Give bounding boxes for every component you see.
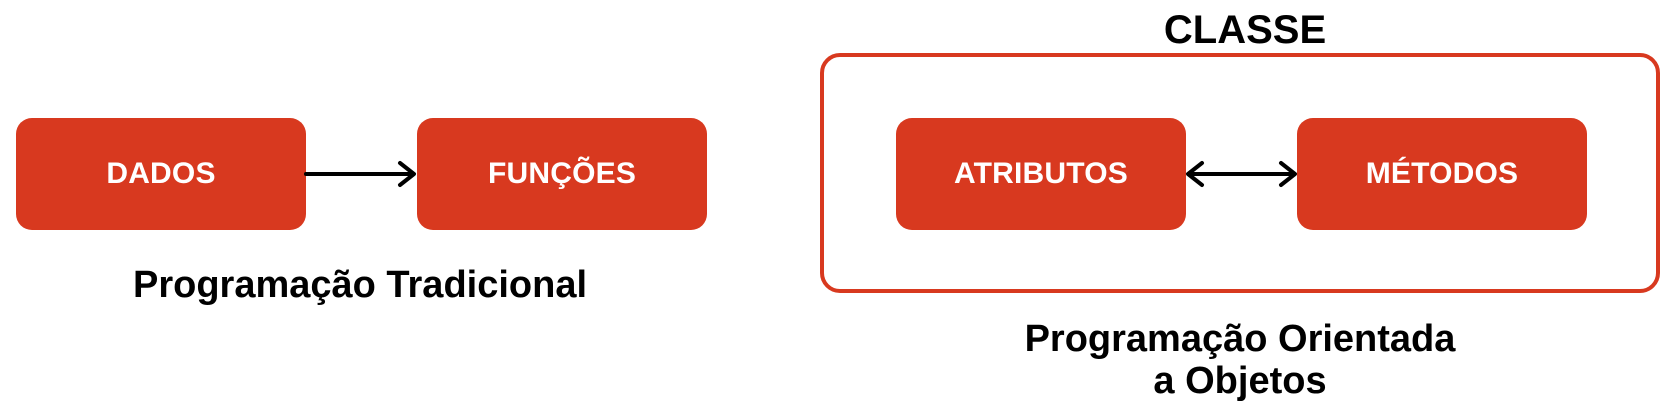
attributes-box-label: ATRIBUTOS — [953, 157, 1129, 190]
class-title: CLASSE — [1163, 8, 1327, 52]
data-box: DADOS — [16, 118, 306, 230]
functions-box: FUNÇÕES — [417, 118, 707, 230]
oop-caption-line2: a Objetos — [1153, 360, 1327, 402]
functions-box-label: FUNÇÕES — [487, 157, 637, 190]
traditional-caption-text: Programação Tradicional — [132, 264, 588, 306]
attributes-box: ATRIBUTOS — [896, 118, 1186, 230]
methods-box-label: MÉTODOS — [1365, 157, 1519, 190]
data-to-functions-arrow — [304, 161, 416, 187]
oop-caption: Programação Orientada a Objetos — [940, 318, 1540, 402]
methods-box: MÉTODOS — [1297, 118, 1587, 230]
class-frame — [820, 53, 1660, 293]
data-box-label: DADOS — [106, 157, 216, 190]
oop-caption-line1: Programação Orientada — [1024, 318, 1456, 360]
attributes-methods-bidirectional-arrow — [1186, 161, 1297, 187]
traditional-caption: Programação Tradicional — [60, 264, 660, 306]
